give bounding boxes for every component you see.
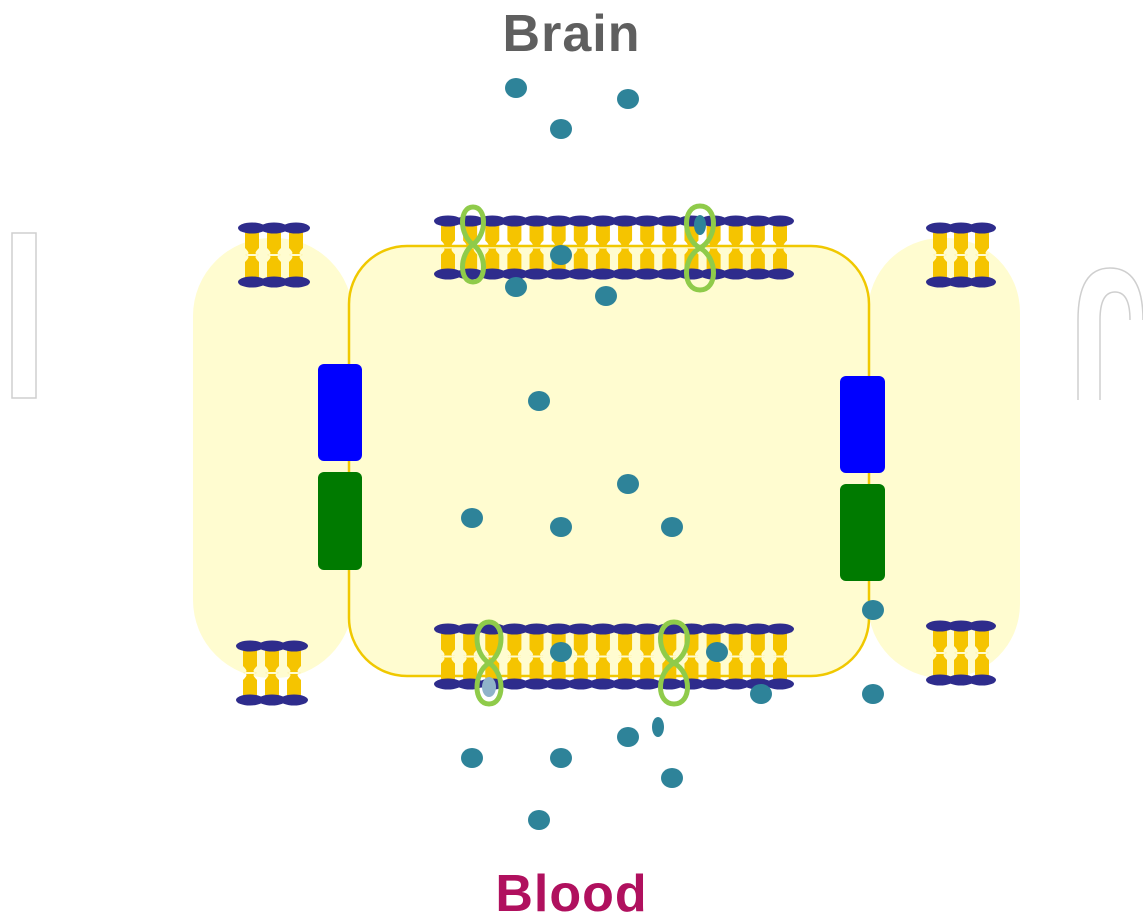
lipid-tail xyxy=(729,225,743,247)
lipid-head xyxy=(280,695,308,706)
molecule xyxy=(528,391,550,411)
molecule xyxy=(652,717,664,737)
lipid-head xyxy=(968,277,996,288)
molecule xyxy=(550,517,572,537)
right-transporter-blue xyxy=(840,376,885,473)
right-transporter-green xyxy=(840,484,885,581)
molecule xyxy=(617,89,639,109)
molecule xyxy=(862,684,884,704)
watermark-letter-i xyxy=(12,233,36,398)
endothelial-cell xyxy=(349,246,869,676)
watermark-letter-n-inner xyxy=(1100,292,1130,400)
left-transporter-green xyxy=(318,472,362,570)
lipid-tail xyxy=(507,225,521,247)
molecule xyxy=(661,517,683,537)
lipid-tail xyxy=(640,225,654,247)
lipid-tail xyxy=(552,225,566,247)
molecule xyxy=(550,642,572,662)
lipid-tail xyxy=(596,225,610,247)
lipid-tail xyxy=(441,225,455,247)
molecule xyxy=(706,642,728,662)
brain-label: Brain xyxy=(0,4,1143,64)
molecule xyxy=(595,286,617,306)
lipid-tail xyxy=(618,225,632,247)
molecule xyxy=(862,600,884,620)
lipid-head xyxy=(968,223,996,234)
molecule xyxy=(461,508,483,528)
lipid-tail xyxy=(287,674,301,696)
lipid-head xyxy=(280,641,308,652)
lipid-tail xyxy=(662,225,676,247)
molecule xyxy=(750,684,772,704)
lipid-tail xyxy=(751,225,765,247)
molecule xyxy=(505,277,527,297)
lipid-head xyxy=(766,216,794,227)
lipid-head xyxy=(968,675,996,686)
lipid-head xyxy=(766,624,794,635)
blood-label: Blood xyxy=(0,864,1143,924)
molecule xyxy=(550,748,572,768)
lipid-tail xyxy=(574,225,588,247)
lipid-head xyxy=(282,223,310,234)
molecule xyxy=(528,810,550,830)
molecule xyxy=(550,245,572,265)
molecule xyxy=(694,215,706,235)
molecule xyxy=(617,727,639,747)
watermark-letter-n xyxy=(1078,268,1143,400)
lipid-head xyxy=(766,679,794,690)
right-adjacent-cell xyxy=(868,238,1020,678)
molecule xyxy=(461,748,483,768)
molecule xyxy=(617,474,639,494)
molecule xyxy=(550,119,572,139)
lipid-head xyxy=(282,277,310,288)
lipid-tail xyxy=(530,225,544,247)
lipid-head xyxy=(766,269,794,280)
lipid-head xyxy=(968,621,996,632)
left-transporter-blue xyxy=(318,364,362,461)
molecule xyxy=(505,78,527,98)
lipid-tail xyxy=(773,225,787,247)
lipid-tail xyxy=(243,674,257,696)
molecule xyxy=(482,677,496,697)
lipid-tail xyxy=(485,225,499,247)
molecule xyxy=(661,768,683,788)
